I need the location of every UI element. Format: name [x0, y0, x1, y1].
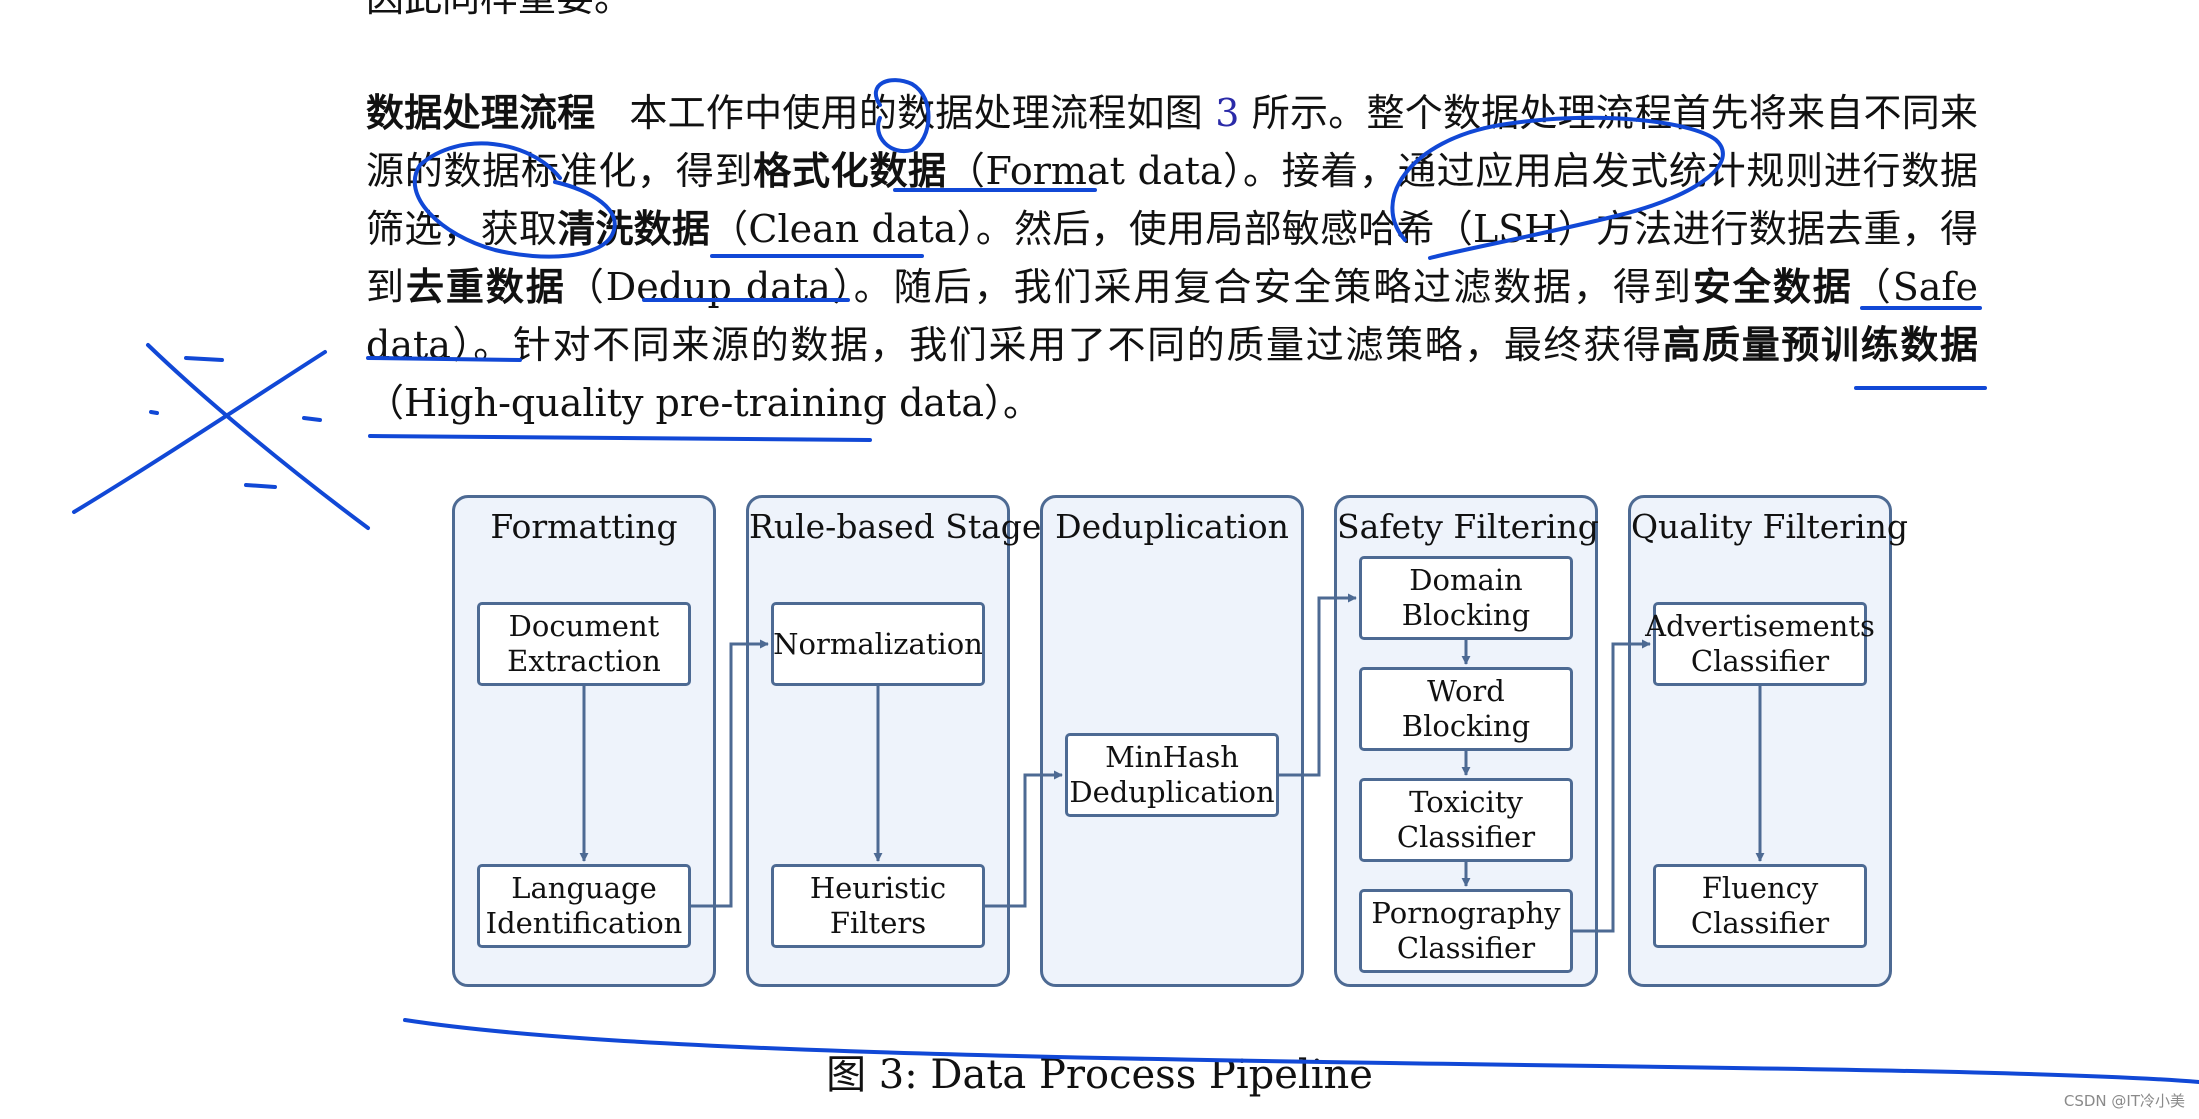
term-format-data: 格式化数据 [753, 148, 947, 193]
paragraph-heading: 数据处理流程 [366, 90, 596, 135]
paragraph-text: （Dedup data）。随后，我们采用复合安全策略过滤数据，得到 [565, 265, 1693, 309]
stage-title: Deduplication [1055, 507, 1289, 546]
box-normalization: Normalization [771, 602, 985, 686]
stage-title: Safety Filtering [1337, 507, 1599, 546]
pen-underline [368, 434, 872, 442]
term-safe-data: 安全数据 [1692, 264, 1853, 309]
paragraph-text: （High-quality pre-training data）。 [366, 381, 1041, 425]
paragraph-text: （Safe data）。针对不同来源的数据，我们采用了不同的质量过滤策略，最终获… [366, 265, 1978, 367]
figure-caption: 图 3: Data Process Pipeline [826, 1052, 1373, 1098]
box-heuristic-filters: Heuristic Filters [771, 864, 985, 948]
figure-reference-link[interactable]: 3 [1215, 91, 1240, 135]
stage-title: Formatting [490, 507, 678, 546]
pen-dash [244, 483, 277, 489]
previous-paragraph-ending: 因此同样重要。 [366, 0, 632, 18]
pipeline-description-paragraph: 数据处理流程本工作中使用的数据处理流程如图 3 所示。整个数据处理流程首先将来自… [366, 84, 1978, 432]
stage-title: Rule-based Stage [749, 507, 1042, 546]
paragraph-text: （Clean data）。然后，使用局部敏感哈希（LSH）方法进行数据去重，得到 [366, 207, 1978, 309]
pen-cross [72, 350, 327, 514]
csdn-watermark: CSDN @IT冷小美 [2063, 1092, 2185, 1110]
pen-cross [146, 343, 370, 530]
term-dedup-data: 去重数据 [405, 264, 566, 309]
pen-dash [184, 356, 224, 362]
term-high-quality-data: 高质量预训练数据 [1662, 322, 1978, 367]
stage-title: Quality Filtering [1631, 507, 1908, 546]
term-clean-data: 清洗数据 [557, 206, 711, 251]
pen-dash [302, 416, 322, 422]
pen-dot [149, 410, 159, 415]
paragraph-text: 本工作中使用的数据处理流程如图 [629, 91, 1216, 135]
